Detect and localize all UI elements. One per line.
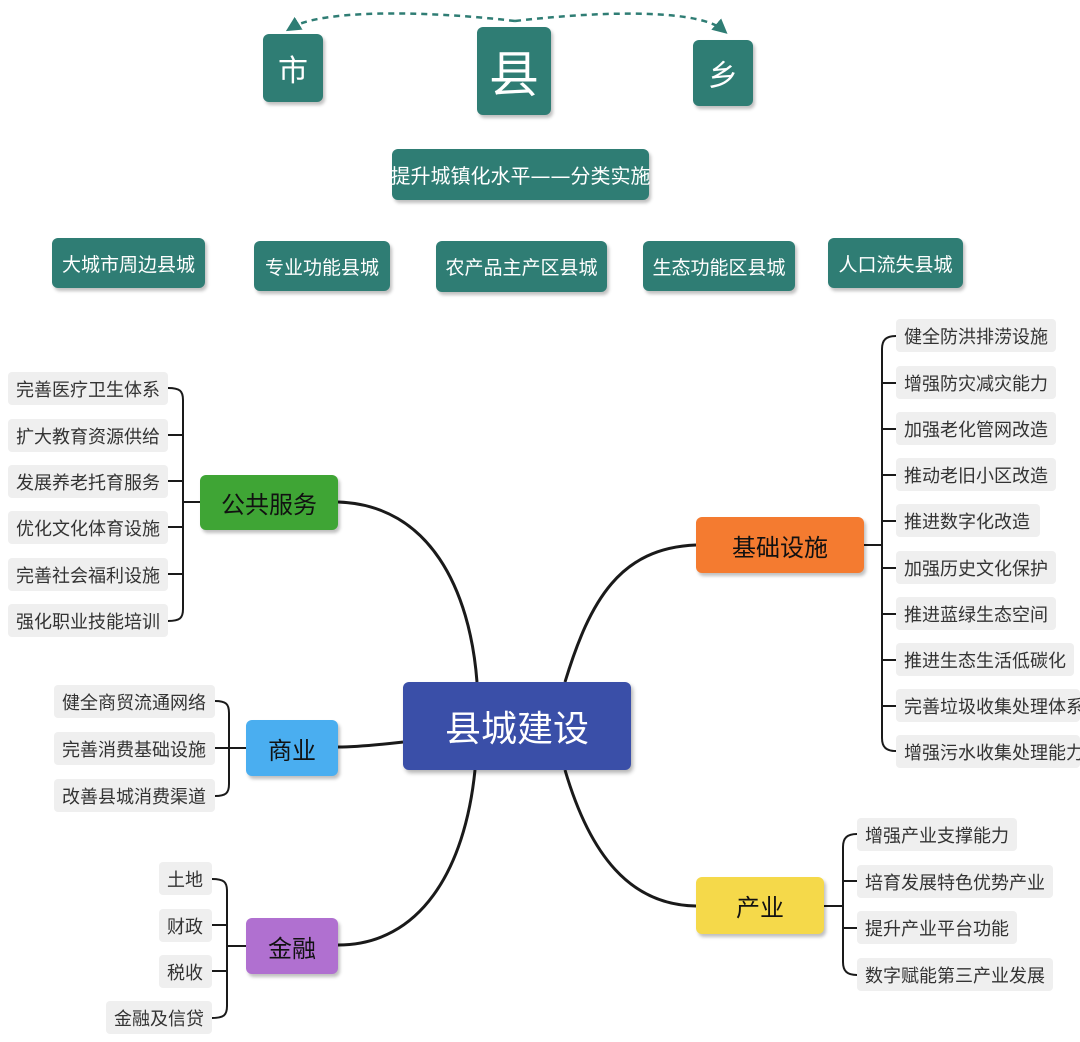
leaf-public-service: 优化文化体育设施 [8,511,168,544]
leaf-commerce: 改善县城消费渠道 [54,779,215,812]
link-finance [337,769,477,947]
city-box: 市 [263,34,323,102]
leaf-industry: 数字赋能第三产业发展 [857,958,1053,991]
branch-industry: 产业 [696,877,824,934]
bracket-industry [842,833,858,976]
leaf-industry: 增强产业支撑能力 [857,818,1017,851]
leaf-infrastructure: 推进数字化改造 [896,504,1040,537]
category-population-loss: 人口流失县城 [828,238,963,288]
branch-finance: 金融 [246,918,338,974]
bracket-finance [211,878,228,1019]
category-agricultural-zone: 农产品主产区县城 [436,241,607,292]
category-ecological-zone: 生态功能区县城 [643,241,795,291]
leaf-infrastructure: 加强老化管网改造 [896,412,1056,445]
leaf-infrastructure: 增强污水收集处理能力 [896,735,1080,768]
center-node: 县城建设 [403,682,631,770]
leaf-industry: 培育发展特色优势产业 [857,865,1053,898]
branch-commerce: 商业 [246,720,338,776]
leaf-commerce: 完善消费基础设施 [54,732,215,765]
bracket-infrastructure [881,335,897,752]
link-industry [563,769,697,908]
category-metro-periphery: 大城市周边县城 [52,238,205,288]
leaf-infrastructure: 完善垃圾收集处理体系 [896,689,1080,722]
leaf-finance: 税收 [159,955,212,988]
leaf-finance: 金融及信贷 [106,1001,212,1034]
leaf-public-service: 扩大教育资源供给 [8,419,168,452]
leaf-infrastructure: 推进蓝绿生态空间 [896,597,1056,630]
leaf-infrastructure: 推进生态生活低碳化 [896,643,1074,676]
township-box: 乡 [693,40,753,106]
leaf-public-service: 完善医疗卫生体系 [8,372,168,405]
bracket-public-service [167,387,184,622]
branch-infrastructure: 基础设施 [696,517,864,573]
urbanization-subtitle: 提升城镇化水平——分类实施 [391,149,651,200]
link-commerce [337,740,404,749]
dashed-arrow-left [285,12,516,32]
leaf-commerce: 健全商贸流通网络 [54,685,215,718]
county-box: 县 [477,27,551,115]
category-specialized-function: 专业功能县城 [254,241,390,291]
dashed-arrow-right [514,12,728,34]
branch-public-service: 公共服务 [200,475,338,530]
leaf-public-service: 完善社会福利设施 [8,558,168,591]
leaf-infrastructure: 增强防灾减灾能力 [896,366,1056,399]
leaf-infrastructure: 健全防洪排涝设施 [896,319,1056,352]
leaf-public-service: 强化职业技能培训 [8,604,168,637]
leaf-infrastructure: 推动老旧小区改造 [896,458,1056,491]
leaf-public-service: 发展养老托育服务 [8,465,168,498]
link-public-service [337,500,479,683]
leaf-infrastructure: 加强历史文化保护 [896,551,1056,584]
leaf-finance: 财政 [159,909,212,942]
leaf-finance: 土地 [159,862,212,895]
link-infrastructure [563,543,697,683]
leaf-industry: 提升产业平台功能 [857,911,1017,944]
